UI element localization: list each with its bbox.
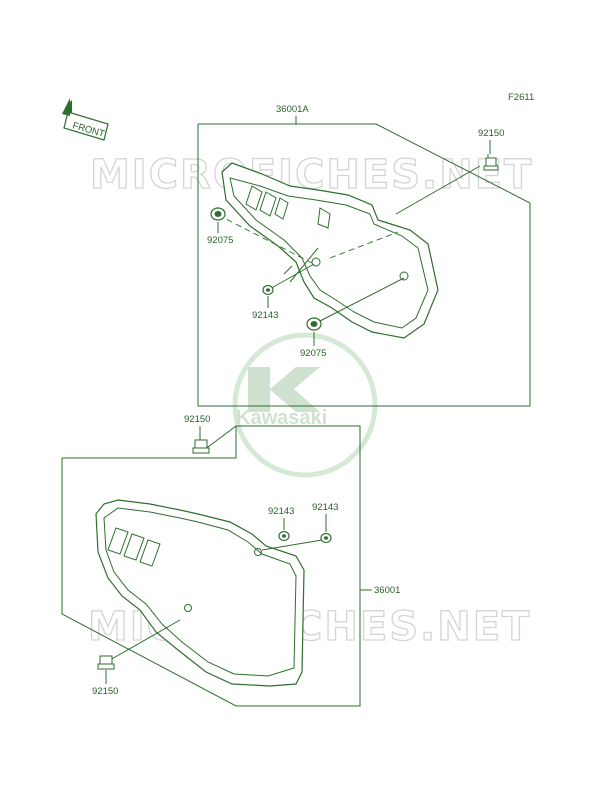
collar-icon	[262, 284, 274, 296]
label-36001a: 36001A	[276, 104, 309, 115]
collar-icon	[278, 530, 290, 542]
collar-icon	[320, 532, 332, 544]
side-cover-lower	[95, 499, 305, 687]
label-92143-lower-left: 92143	[268, 506, 294, 517]
bolt-icon	[192, 434, 210, 454]
label-92150-lower: 92150	[92, 686, 118, 697]
lower-assembly: 92150 92143 92143 36001 92150	[61, 414, 400, 707]
damper-icon	[210, 207, 226, 221]
label-92150-mid: 92150	[184, 414, 210, 425]
damper-icon	[306, 317, 322, 331]
kawasaki-logo: Kawasaki	[232, 332, 378, 478]
bolt-icon	[483, 154, 499, 171]
upper-assembly: 36001A 92150 92075 92143 92075	[197, 104, 531, 407]
label-92143-upper: 92143	[252, 310, 278, 321]
label-92075-mid: 92075	[300, 348, 326, 359]
label-92143-lower-right: 92143	[312, 502, 338, 513]
figure-code: F2611	[508, 92, 534, 103]
front-arrow-icon: FRONT	[62, 98, 109, 141]
logo-text: Kawasaki	[236, 407, 327, 429]
side-cover-upper	[221, 162, 439, 339]
label-92150-top: 92150	[478, 128, 504, 139]
label-36001: 36001	[374, 585, 400, 596]
bolt-icon	[97, 655, 115, 670]
label-92075-upper: 92075	[207, 235, 233, 246]
